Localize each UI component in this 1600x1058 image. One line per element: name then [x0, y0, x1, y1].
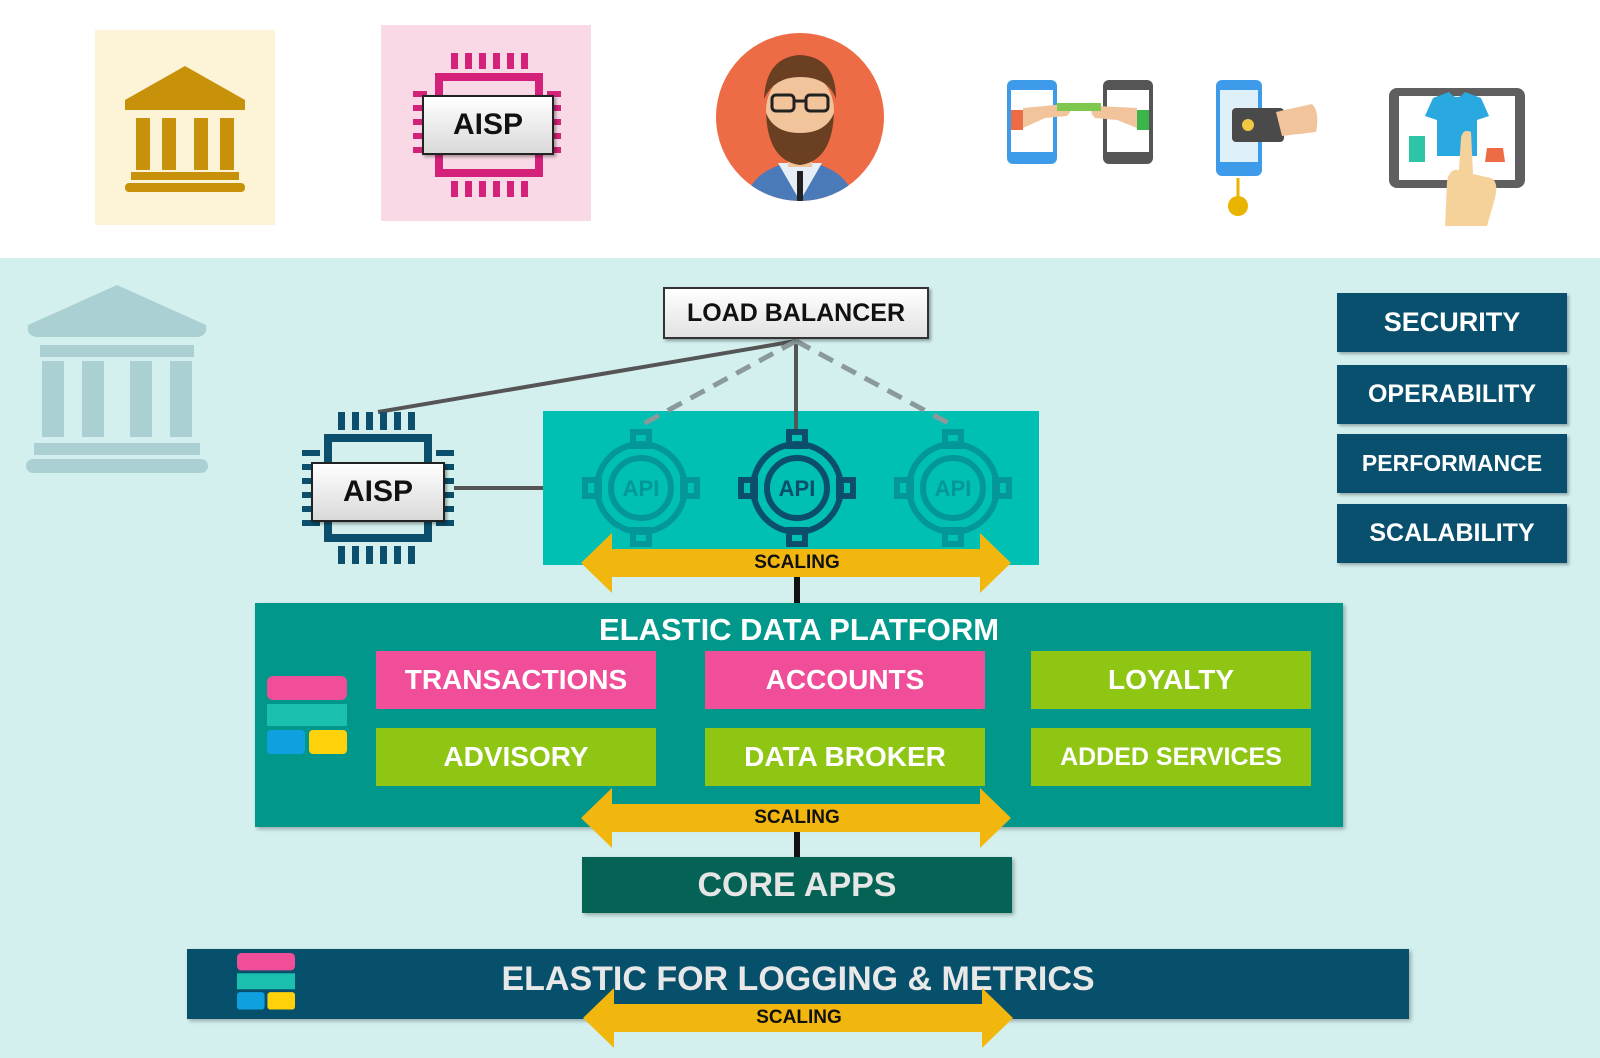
p2p-payment-icon [1005, 78, 1157, 170]
platform-title: ELASTIC DATA PLATFORM [598, 612, 1000, 647]
gear-icon [738, 429, 856, 547]
performance-label: PERFORMANCE [1337, 434, 1567, 493]
scaling-arrow-2 [581, 788, 1011, 848]
chip-icon [413, 53, 561, 197]
core-apps-box: CORE APPS [582, 857, 1012, 913]
aisp-tile: AISP [381, 25, 591, 221]
tile-transactions: TRANSACTIONS [376, 651, 656, 709]
api-gear-center: API [737, 428, 857, 548]
api-label-right: API [934, 476, 972, 501]
aisp-chip-label: AISP [422, 95, 554, 155]
tablet-shopping-icon [1387, 78, 1527, 226]
aisp-label: AISP [311, 462, 445, 522]
tile-advisory: ADVISORY [376, 728, 656, 786]
tile-data-broker: DATA BROKER [705, 728, 985, 786]
scaling-label-1: SCALING [754, 552, 840, 573]
user-avatar [716, 33, 884, 201]
elastic-logo-icon-bottom [237, 953, 295, 1011]
elastic-data-platform [255, 603, 1343, 827]
scaling-label-3: SCALING [756, 1007, 842, 1028]
api-label-center: API [778, 476, 816, 501]
elastic-logo-icon [267, 676, 347, 756]
operability-label: OPERABILITY [1337, 365, 1567, 424]
load-balancer-box: LOAD BALANCER [663, 287, 929, 339]
tile-accounts: ACCOUNTS [705, 651, 985, 709]
tile-added-services: ADDED SERVICES [1031, 728, 1311, 786]
scaling-label-2: SCALING [754, 807, 840, 828]
bank-tile [95, 30, 275, 225]
security-label: SECURITY [1337, 293, 1567, 352]
scaling-arrow-3 [583, 988, 1013, 1048]
gear-icon [582, 429, 700, 547]
scaling-arrow-1 [581, 533, 1011, 593]
api-gear-left: API [581, 428, 701, 548]
scalability-label: SCALABILITY [1337, 504, 1567, 563]
bank-watermark-icon [22, 283, 212, 473]
logging-title: ELASTIC FOR LOGGING & METRICS [501, 960, 1095, 998]
api-label-left: API [622, 476, 660, 501]
api-gear-right: API [893, 428, 1013, 548]
gear-icon [894, 429, 1012, 547]
mobile-card-payment-icon [1212, 78, 1324, 224]
tile-loyalty: LOYALTY [1031, 651, 1311, 709]
bank-icon [125, 66, 245, 192]
